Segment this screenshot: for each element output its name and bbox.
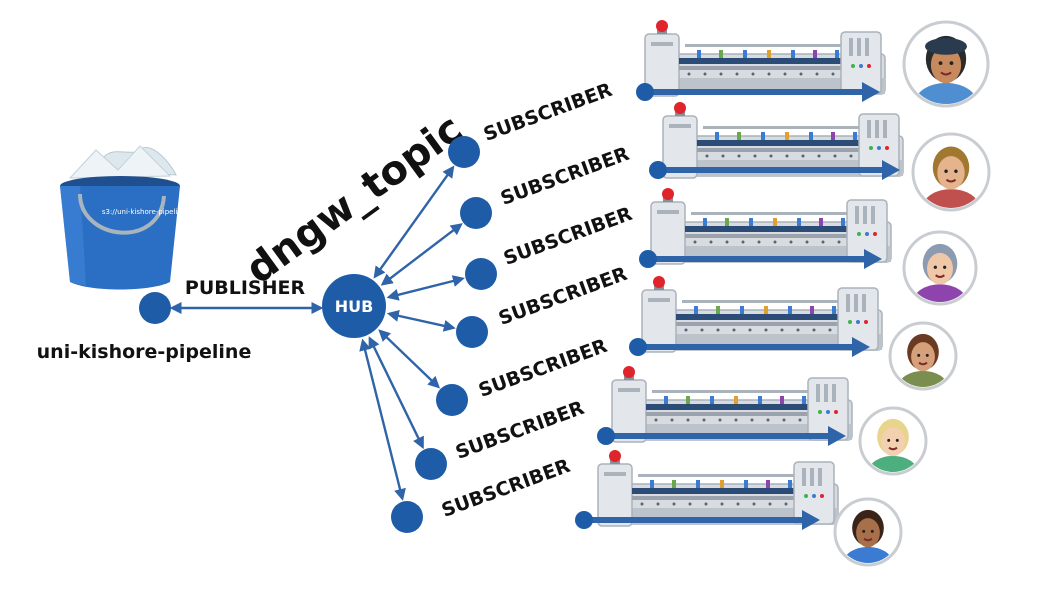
hub-subscriber-link: [386, 309, 456, 332]
subscriber-node: [456, 316, 488, 348]
subscriber-node: [448, 136, 480, 168]
avatar-list: [833, 20, 991, 567]
subscriber-label: SUBSCRIBER: [498, 143, 633, 210]
subscriber-label: SUBSCRIBER: [481, 79, 616, 146]
hub-subscriber-link: [368, 336, 424, 450]
conveyor-icon: [629, 275, 883, 357]
woman-curly-hair-avatar: [911, 132, 991, 212]
hub-label: HUB: [335, 297, 374, 316]
conveyor-icon: [575, 449, 839, 530]
subscriber-label: SUBSCRIBER: [453, 397, 588, 464]
subscriber-label: SUBSCRIBER: [496, 263, 631, 330]
woman-dark-curly-hair-avatar: [833, 497, 903, 567]
subscriber-node: [465, 258, 497, 290]
topic-label: dngw_topic: [238, 106, 472, 293]
conveyor-icon: [639, 187, 892, 269]
hub-subscriber-links: [359, 165, 465, 501]
conveyor-icon: [597, 365, 853, 446]
s3-bucket-icon: s3://uni-kishore-pipeline: [60, 145, 186, 290]
subscriber-label: SUBSCRIBER: [476, 335, 611, 402]
subscriber-node: [391, 501, 423, 533]
woman-brown-hair-avatar: [888, 321, 958, 391]
publisher-label: PUBLISHER: [185, 277, 306, 299]
man-blonde-bun-avatar: [858, 406, 928, 476]
conveyor-icon: [636, 19, 886, 102]
bucket-path-label: s3://uni-kishore-pipeline: [102, 208, 186, 216]
conveyor-icon: [649, 101, 904, 180]
hub-subscriber-link: [380, 223, 463, 286]
subscriber-node: [460, 197, 492, 229]
subscriber-node: [436, 384, 468, 416]
hub-subscriber-link: [386, 275, 465, 301]
publisher-name: uni-kishore-pipeline: [37, 341, 252, 363]
subscriber-label: SUBSCRIBER: [439, 455, 574, 522]
man-beret-avatar: [902, 20, 990, 108]
hub-subscriber-link: [359, 338, 406, 501]
conveyor-list: [575, 19, 904, 530]
woman-gray-hair-glasses-avatar: [902, 230, 978, 306]
hub-node: [322, 274, 386, 338]
publisher-node: [139, 292, 171, 324]
subscriber-label: SUBSCRIBER: [501, 203, 636, 270]
subscriber-node: [415, 448, 447, 480]
